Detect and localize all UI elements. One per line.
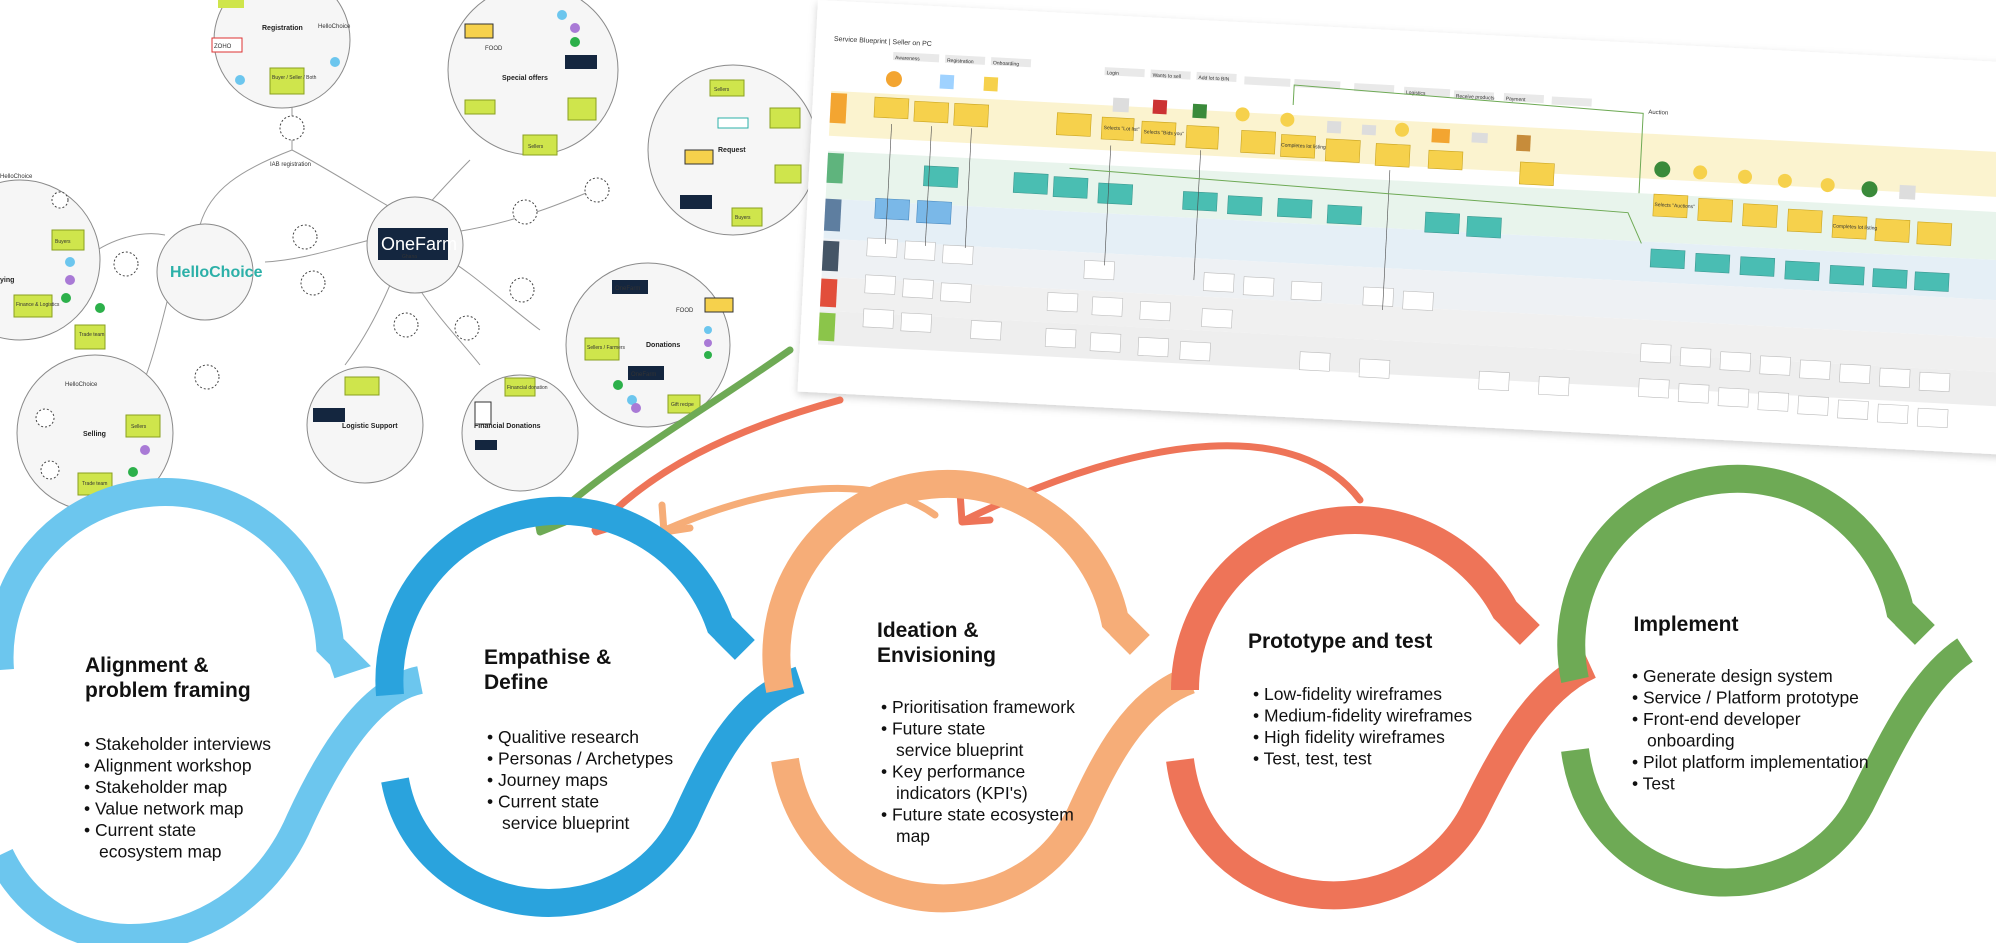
- financial-node: Financial donation: [507, 385, 548, 391]
- onefarm-sub: Ghana: [402, 254, 417, 260]
- stage-bullet-item: • Stakeholder map: [84, 777, 227, 797]
- stage-bullet-item: • Qualitive research: [487, 727, 639, 747]
- onefarm-logo: OneFarm: [381, 234, 457, 254]
- bp-card-auctions: Selects "Auctions": [1654, 202, 1695, 210]
- stage-alignment: Alignment &problem framing • Stakeholder…: [84, 654, 271, 862]
- buying-node-buyers: Buyers: [55, 239, 71, 245]
- blueprint-header-labels: Awareness Registration Onboarding Login …: [895, 55, 1527, 103]
- bp-card-bids: Selects "Bids you": [1143, 129, 1184, 137]
- bp-header-logistics: Logistics: [1406, 90, 1426, 97]
- selling-node-trade: Trade team: [82, 481, 107, 487]
- bubble-special-title: Special offers: [502, 75, 548, 82]
- bubble-selling-title: Selling: [83, 431, 106, 438]
- svg-text:OneFarm: OneFarm: [631, 372, 656, 378]
- stage-title: Prototype and test: [1248, 630, 1432, 653]
- bp-card-completes: Completes lot listing: [1281, 142, 1326, 150]
- buying-node-finance: Finance & Logistics: [16, 302, 60, 308]
- center-label: IAB registration: [270, 162, 311, 168]
- service-blueprint: Service Blueprint | Seller on PC: [797, 0, 1996, 456]
- stage-title-line: Envisioning: [877, 644, 996, 667]
- bubble-request-title: Request: [718, 147, 746, 154]
- food-logo: FOOD: [485, 46, 503, 52]
- bp-header-login: Login: [1106, 70, 1119, 77]
- svg-text:HelloChoice: HelloChoice: [318, 24, 351, 30]
- stage-swirls: [0, 464, 1974, 943]
- stage-title-line: Alignment &: [85, 654, 209, 677]
- stage-bullet-item: • High fidelity wireframes: [1253, 727, 1445, 747]
- stage-title-line: Implement: [1633, 613, 1738, 636]
- stage-bullet-item: • Test: [1632, 774, 1675, 794]
- stage-title-line: problem framing: [85, 679, 251, 702]
- stage-title-line: Define: [484, 671, 548, 694]
- stage-bullet-item: • Prioritisation framework: [881, 697, 1075, 717]
- stage-title-line: Ideation &: [877, 619, 979, 642]
- stage-title-line: Prototype and test: [1248, 630, 1432, 653]
- bp-header-awareness: Awareness: [895, 55, 920, 62]
- donations-node-sellers: Sellers / Farmers: [587, 345, 626, 351]
- svg-text:HelloChoice: HelloChoice: [0, 174, 33, 180]
- bp-card-lotlist: Selects "Lot list": [1104, 125, 1140, 133]
- stage-empathise: Empathise &Define • Qualitive research• …: [484, 646, 673, 833]
- svg-text:FOOD: FOOD: [676, 308, 694, 314]
- bp-header-add: Add lot to BIN: [1198, 75, 1230, 83]
- hellochoice-logo: HelloChoice: [170, 264, 263, 281]
- special-node: Sellers: [528, 144, 544, 150]
- blueprint-auction-label: Auction: [1648, 110, 1668, 117]
- bp-header-wants: Wants to sell: [1152, 73, 1181, 80]
- bp-header-onboarding: Onboarding: [993, 60, 1020, 67]
- svg-text:OneFarm: OneFarm: [615, 286, 640, 292]
- stage-bullet-item: • Low-fidelity wireframes: [1253, 684, 1442, 704]
- ecosystem-map: HelloChoice OneFarm Ghana IAB registrati…: [0, 0, 819, 512]
- stage-title: Empathise &Define: [484, 646, 611, 694]
- bubble-financial-title: Financial Donations: [474, 423, 541, 430]
- stage-bullet-item: • Pilot platform implementation: [1632, 752, 1869, 772]
- stage-title: Ideation &Envisioning: [877, 619, 996, 667]
- bp-header-receive: Receive products: [1456, 94, 1495, 102]
- trade-team-node: Trade team: [79, 332, 104, 338]
- stage-ideation: Ideation &Envisioning • Prioritisation f…: [877, 619, 1075, 846]
- svg-text:ZOHO: ZOHO: [214, 44, 232, 50]
- svg-text:HelloChoice: HelloChoice: [65, 382, 98, 388]
- stage-bullet-item: • Generate design system: [1632, 666, 1833, 686]
- registration-node: Buyer / Seller / Both: [272, 75, 317, 81]
- stage-title: Alignment &problem framing: [85, 654, 251, 702]
- stage-bullet-item: • Stakeholder interviews: [84, 734, 271, 754]
- bp-card-completes-2: Completes lot listing: [1832, 223, 1877, 231]
- bubble-logistic-title: Logistic Support: [342, 423, 398, 430]
- request-node-buyers: Buyers: [735, 215, 751, 221]
- stage-bullet-item: • Journey maps: [487, 770, 608, 790]
- stage-bullet-item: • Service / Platform prototype: [1632, 688, 1859, 708]
- bubble-buying-title: ying: [0, 277, 14, 284]
- donations-node-gift: Gift recipe: [671, 402, 694, 408]
- stage-title-line: Empathise &: [484, 646, 611, 669]
- selling-node-sellers: Sellers: [131, 424, 147, 430]
- stage-prototype: Prototype and test • Low-fidelity wirefr…: [1248, 630, 1472, 769]
- bubble-registration-title: Registration: [262, 25, 303, 32]
- bp-header-payment: Payment: [1506, 96, 1527, 103]
- bp-header-registration: Registration: [947, 58, 974, 65]
- stage-bullet-item: • Medium-fidelity wireframes: [1253, 706, 1472, 726]
- stage-bullet-item: • Alignment workshop: [84, 756, 252, 776]
- bubble-donations-title: Donations: [646, 342, 680, 349]
- stage-implement: Implement • Generate design system• Serv…: [1632, 613, 1869, 794]
- request-node-sellers: Sellers: [714, 87, 730, 93]
- stage-title: Implement: [1633, 613, 1738, 636]
- stage-bullet-item: • Value network map: [84, 799, 244, 819]
- stage-bullet-item: • Personas / Archetypes: [487, 749, 673, 769]
- stage-bullet-item: • Test, test, test: [1253, 749, 1372, 769]
